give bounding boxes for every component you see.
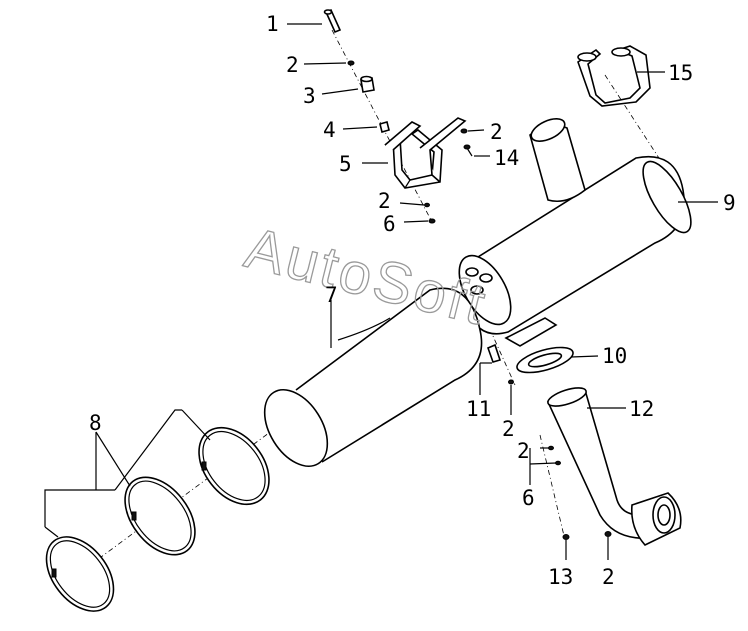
part-11-clamp-bolt bbox=[486, 343, 514, 385]
leader-lines bbox=[44, 23, 718, 560]
part-3-spacer bbox=[360, 75, 375, 93]
callout-5: 5 bbox=[339, 152, 352, 176]
part-8-clamp-rings bbox=[45, 426, 270, 612]
part-14-bolt bbox=[463, 144, 473, 157]
part-12-bent-pipe bbox=[546, 387, 682, 546]
part-2-washer-bottom bbox=[604, 531, 612, 537]
part-4-nut bbox=[379, 121, 390, 133]
part-13-bolt bbox=[562, 534, 570, 540]
callout-2: 2 bbox=[490, 120, 503, 144]
callout-1: 1 bbox=[266, 12, 279, 36]
callout-2: 2 bbox=[502, 417, 515, 441]
callout-3: 3 bbox=[303, 84, 316, 108]
part-2-washer-right bbox=[460, 128, 468, 134]
callout-12: 12 bbox=[629, 397, 654, 421]
part-2-washer-lower bbox=[424, 202, 430, 208]
part-6-nut-lower bbox=[428, 218, 436, 224]
callout-6: 6 bbox=[383, 212, 396, 236]
part-2-washer-top bbox=[347, 60, 355, 66]
part-15-bracket bbox=[577, 45, 651, 107]
callout-2: 2 bbox=[517, 439, 530, 463]
callout-2: 2 bbox=[286, 53, 299, 77]
callout-2: 2 bbox=[602, 565, 615, 589]
part-10-gasket bbox=[516, 346, 574, 374]
part-9-muffler bbox=[458, 118, 692, 347]
callout-2: 2 bbox=[378, 189, 391, 213]
callout-13: 13 bbox=[548, 565, 573, 589]
part-7-tailpipe bbox=[263, 287, 483, 467]
callout-14: 14 bbox=[494, 146, 519, 170]
callout-6: 6 bbox=[522, 486, 535, 510]
callout-4: 4 bbox=[323, 118, 336, 142]
callout-8: 8 bbox=[89, 411, 102, 435]
callout-15: 15 bbox=[668, 61, 693, 85]
part-1-bolt bbox=[323, 8, 342, 34]
callout-labels: 1 2 3 4 2 5 14 2 6 15 9 7 10 11 2 12 8 2… bbox=[89, 12, 736, 589]
callout-7: 7 bbox=[325, 283, 338, 307]
watermark-text: AutoSoft bbox=[239, 215, 494, 338]
callout-10: 10 bbox=[602, 344, 627, 368]
callout-11: 11 bbox=[466, 397, 491, 421]
callout-9: 9 bbox=[723, 191, 736, 215]
part-5-bracket bbox=[384, 117, 467, 189]
